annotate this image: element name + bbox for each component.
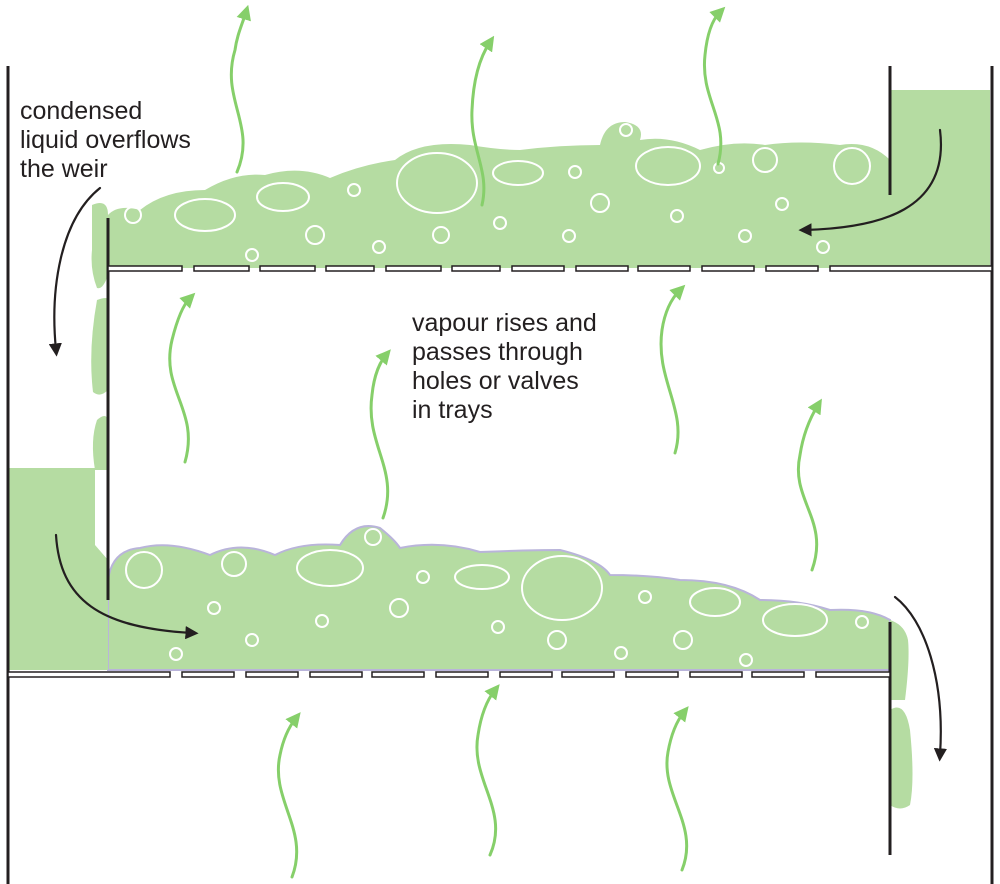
upper-tray xyxy=(107,265,993,272)
vapour-arrow xyxy=(475,684,500,857)
liquid-flow-arrow xyxy=(893,595,948,762)
liquid-flow-arrows xyxy=(48,128,948,762)
vapour-arrow xyxy=(168,292,196,464)
condensed-liquid-label: condensed liquid overflows the weir xyxy=(20,97,191,183)
column-walls xyxy=(6,66,994,884)
liquid-flow-arrow xyxy=(48,186,102,357)
liquid-flow-arrow xyxy=(54,533,199,640)
vapour-arrow xyxy=(796,398,822,572)
lower-tray-bubbles xyxy=(125,528,869,667)
vapour-arrow xyxy=(277,712,301,879)
vapour-rises-label: vapour rises and passes through holes or… xyxy=(412,309,597,424)
vapour-arrow xyxy=(665,706,689,872)
upper-tray-liquid xyxy=(91,90,990,470)
lower-tray-liquid xyxy=(8,468,913,809)
vapour-arrow xyxy=(702,6,726,166)
vapour-arrow xyxy=(470,35,495,207)
liquid-flow-arrow xyxy=(798,128,943,237)
vapour-arrow xyxy=(369,349,391,520)
vapour-arrow xyxy=(659,284,686,455)
vapour-arrow xyxy=(229,4,251,174)
lower-tray xyxy=(7,671,891,678)
vapour-arrows xyxy=(168,4,822,879)
upper-tray-bubbles xyxy=(124,123,871,262)
